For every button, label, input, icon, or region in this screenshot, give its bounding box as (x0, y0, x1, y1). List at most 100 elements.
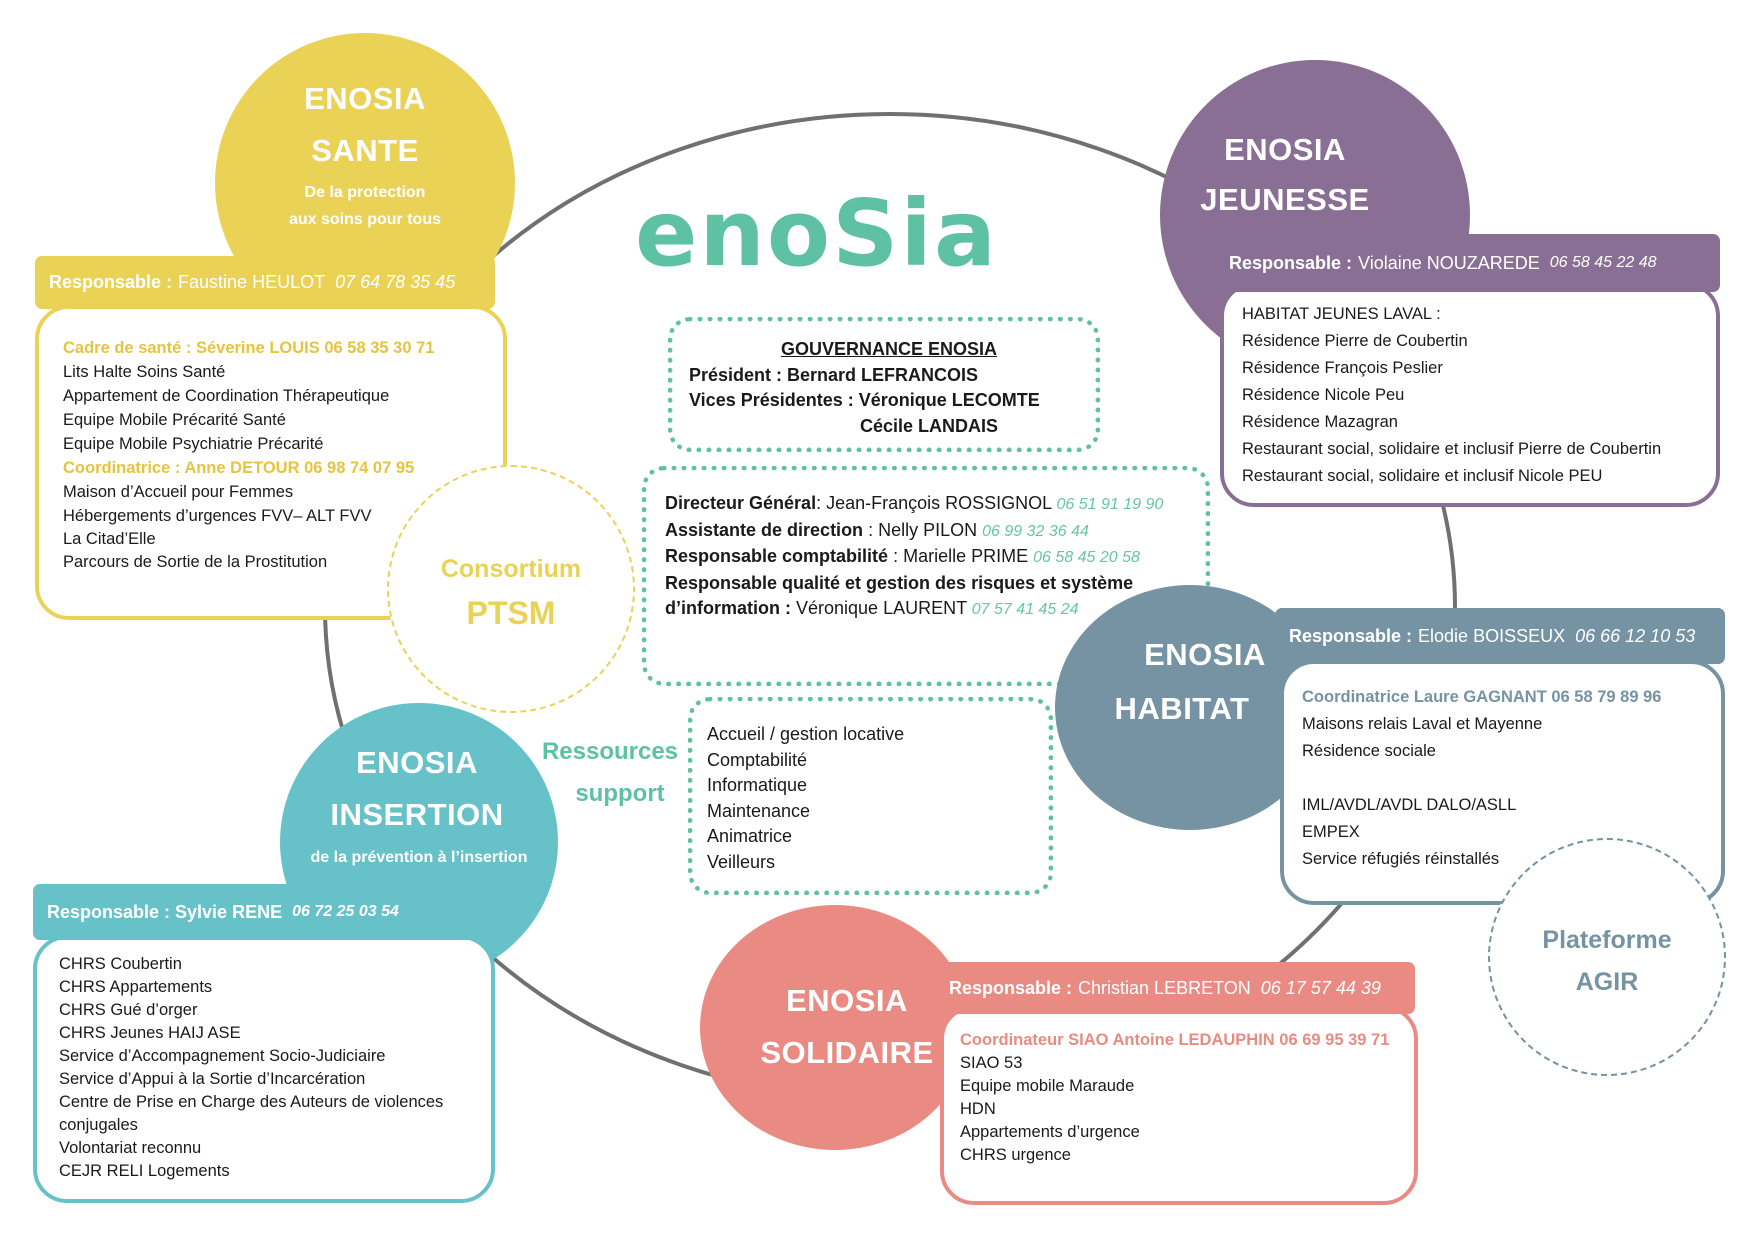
sante-cadre-line: Cadre de santé : Séverine LOUIS 06 58 35… (63, 339, 435, 357)
direction-assistante: Assistante de direction : Nelly PILON 06… (665, 518, 1205, 545)
list-item: Informatique (707, 775, 808, 795)
list-item: Veilleurs (707, 851, 776, 872)
enosia-logo: enoSia (630, 180, 1010, 290)
ad-name: : Nelly PILON (868, 519, 978, 540)
sante-resp-label: Responsable : (49, 272, 173, 292)
list-item: CHRS Appartements (59, 978, 213, 996)
ad-phone: 06 99 32 36 44 (982, 522, 1089, 540)
solidaire-resp-label: Responsable : (949, 977, 1073, 998)
ressources-box: Accueil / gestion locative Comptabilité … (688, 697, 1053, 895)
list-item: HDN (960, 1100, 996, 1118)
solidaire-responsable-banner: Responsable : Christian LEBRETON 06 17 5… (935, 962, 1415, 1014)
list-item: Appartements d’urgence (960, 1123, 1140, 1141)
plateforme-label: Plateforme (1542, 926, 1672, 954)
list-item: Maison d’Accueil pour Femmes (63, 483, 294, 501)
solidaire-title-line2: SOLIDAIRE (760, 1035, 934, 1070)
insertion-resp-phone: 06 72 25 03 54 (292, 903, 399, 920)
list-item: Parcours de Sortie de la Prostitution (63, 553, 328, 571)
rq-phone: 07 57 41 45 24 (971, 601, 1079, 618)
habitat-title-line2: HABITAT (1114, 691, 1250, 726)
sante-subtitle-line2: aux soins pour tous (288, 211, 441, 228)
jeunesse-box: HABITAT JEUNES LAVAL : Résidence Pierre … (1220, 282, 1720, 507)
rq-name: Véronique LAURENT (796, 598, 967, 618)
list-item: Equipe mobile Maraude (960, 1077, 1135, 1095)
solidaire-box: Coordinateur SIAO Antoine LEDAUPHIN 06 6… (940, 1005, 1418, 1205)
solidaire-resp-name: Christian LEBRETON (1078, 977, 1251, 998)
consortium-label: Consortium (440, 555, 582, 583)
solidaire-circle: ENOSIA SOLIDAIRE (700, 905, 970, 1150)
rc-phone: 06 58 45 20 58 (1033, 549, 1140, 566)
habitat-title-line1: ENOSIA (1144, 637, 1266, 672)
gouvernance-president: Président : Bernard LEFRANCOIS (689, 364, 979, 385)
solidaire-coord-line: Coordinateur SIAO Antoine LEDAUPHIN 06 6… (960, 1031, 1390, 1049)
jeunesse-title-line2: JEUNESSE (1200, 182, 1370, 217)
ptsm-label: PTSM (466, 595, 556, 631)
rc-name: : Marielle PRIME (893, 546, 1029, 566)
insertion-resp-label: Responsable : Sylvie RENE (47, 901, 283, 922)
list-item: Service d’Appui à la Sortie d’Incarcérat… (59, 1070, 366, 1088)
list-item: Equipe Mobile Psychiatrie Précarité (63, 435, 324, 453)
list-item: Résidence François Peslier (1242, 359, 1443, 377)
consortium-ptsm-circle: Consortium PTSM (387, 465, 635, 713)
list-item: Résidence Nicole Peu (1242, 386, 1405, 404)
list-item: Volontariat reconnu (59, 1139, 202, 1157)
jeunesse-responsable-banner: Responsable : Violaine NOUZAREDE 06 58 4… (1215, 234, 1720, 292)
list-item: Résidence Mazagran (1242, 413, 1398, 431)
list-item: Comptabilité (707, 749, 808, 770)
list-item: La Citad’Elle (63, 530, 156, 548)
jeunesse-title-line1: ENOSIA (1224, 132, 1346, 167)
insertion-title-line2: INSERTION (330, 797, 504, 832)
list-item: Lits Halte Soins Santé (63, 363, 226, 381)
insertion-title-line1: ENOSIA (356, 745, 478, 780)
gouvernance-vp2: Cécile LANDAIS (860, 415, 999, 436)
sante-resp-phone: 07 64 78 35 45 (335, 272, 456, 292)
list-item: Appartement de Coordination Thérapeutiqu… (63, 387, 390, 405)
rc-label: Responsable comptabilité (665, 546, 889, 566)
ressources-label-line2: support (575, 780, 665, 807)
svg-text:enoSia: enoSia (635, 180, 998, 287)
list-item: Maintenance (707, 800, 811, 821)
list-item: Service réfugiés réinstallés (1302, 850, 1500, 868)
list-item: Service d’Accompagnement Socio-Judiciair… (59, 1047, 386, 1065)
list-item: Résidence sociale (1302, 742, 1436, 760)
list-item: HABITAT JEUNES LAVAL : (1242, 305, 1441, 323)
list-item (1302, 765, 1721, 792)
list-item: Hébergements d’urgences FVV– ALT FVV (63, 507, 372, 525)
list-item: Restaurant social, solidaire et inclusif… (1242, 440, 1662, 458)
habitat-responsable-banner: Responsable : Elodie BOISSEUX 06 66 12 1… (1275, 608, 1725, 664)
list-item: EMPEX (1302, 823, 1360, 841)
list-item: CEJR RELI Logements (59, 1162, 230, 1180)
list-item: Equipe Mobile Précarité Santé (63, 411, 286, 429)
list-item: CHRS Coubertin (59, 955, 182, 973)
gouvernance-title: GOUVERNANCE ENOSIA (780, 339, 998, 359)
direction-qualite-line1: Responsable qualité et gestion des risqu… (665, 571, 1205, 597)
list-item: Restaurant social, solidaire et inclusif… (1242, 467, 1603, 485)
sante-title-line2: SANTE (311, 133, 419, 168)
gouvernance-box: GOUVERNANCE ENOSIA Président : Bernard L… (668, 317, 1100, 452)
sante-resp-name: Faustine HEULOT (178, 272, 326, 292)
list-item: conjugales (59, 1116, 138, 1134)
dg-name: : Jean-François ROSSIGNOL (816, 493, 1052, 513)
direction-qualite-line2: d’information : Véronique LAURENT 07 57 … (665, 596, 1205, 623)
agir-label: AGIR (1575, 968, 1639, 996)
direction-dg: Directeur Général: Jean-François ROSSIGN… (665, 491, 1205, 518)
gouvernance-vp1: Vices Présidentes : Véronique LECOMTE (689, 390, 1040, 410)
insertion-responsable-banner: Responsable : Sylvie RENE 06 72 25 03 54 (33, 884, 495, 940)
list-item: CHRS Jeunes HAIJ ASE (59, 1024, 241, 1042)
list-item: SIAO 53 (960, 1054, 1023, 1072)
ressources-label-line1: Ressources (541, 738, 679, 765)
dg-label: Directeur Général (665, 493, 817, 513)
plateforme-agir-circle: Plateforme AGIR (1488, 838, 1726, 1076)
habitat-resp-name: Elodie BOISSEUX (1418, 625, 1566, 646)
habitat-resp-label: Responsable : (1289, 625, 1413, 646)
list-item: Résidence Pierre de Coubertin (1242, 332, 1468, 350)
jeunesse-resp-name: Violaine NOUZAREDE (1358, 252, 1540, 273)
jeunesse-resp-label: Responsable : (1229, 252, 1353, 273)
sante-title-line1: ENOSIA (304, 81, 426, 116)
insertion-subtitle: de la prévention à l’insertion (310, 849, 528, 866)
habitat-coord-line: Coordinatrice Laure GAGNANT 06 58 79 89 … (1302, 688, 1662, 706)
dg-phone: 06 51 91 19 90 (1056, 496, 1164, 513)
list-item: Maisons relais Laval et Mayenne (1302, 715, 1543, 733)
rq-label1: Responsable qualité et gestion des risqu… (665, 572, 1134, 593)
insertion-box: CHRS Coubertin CHRS Appartements CHRS Gu… (33, 935, 495, 1203)
